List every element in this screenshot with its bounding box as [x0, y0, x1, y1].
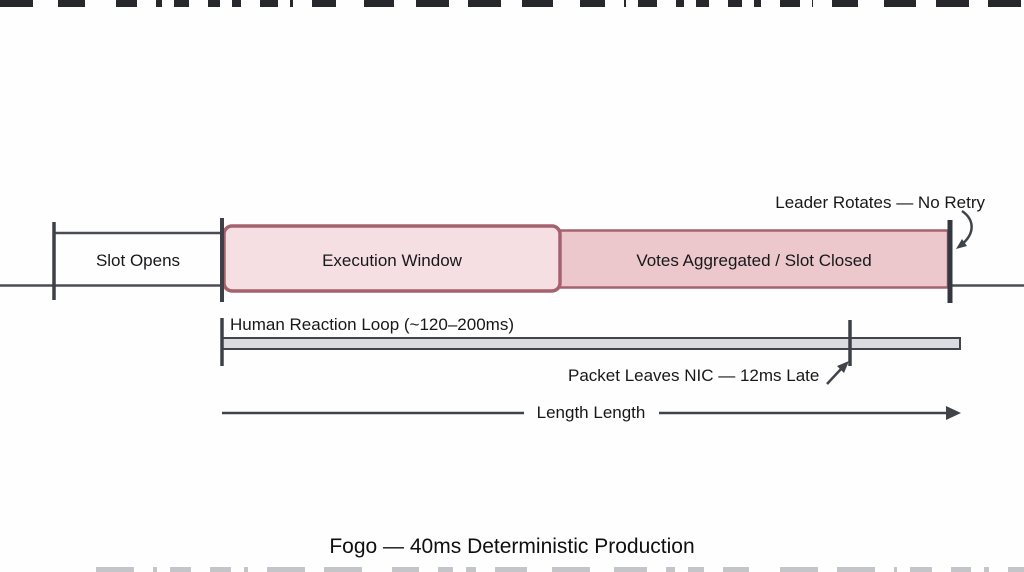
diagram-title: Fogo — 40ms Deterministic Production: [329, 535, 695, 558]
leader-rotates-arrowhead: [956, 239, 967, 249]
length-label: Length Length: [536, 403, 646, 422]
votes-closed-label: Votes Aggregated / Slot Closed: [636, 251, 872, 270]
leader-rotates-label: Leader Rotates — No Retry: [775, 193, 985, 212]
cut-off-text-bottom: [96, 567, 1024, 572]
length-arrowhead: [946, 406, 961, 420]
packet-arrow: [826, 368, 842, 385]
execution-window-label: Execution Window: [322, 251, 462, 270]
packet-leaves-nic-label: Packet Leaves NIC — 12ms Late: [568, 366, 820, 385]
slot-opens-label: Slot Opens: [95, 251, 181, 270]
human-reaction-loop-label: Human Reaction Loop (~120–200ms): [230, 315, 514, 334]
cut-off-text-top: [0, 0, 1024, 7]
packet-arrowhead: [837, 361, 849, 373]
